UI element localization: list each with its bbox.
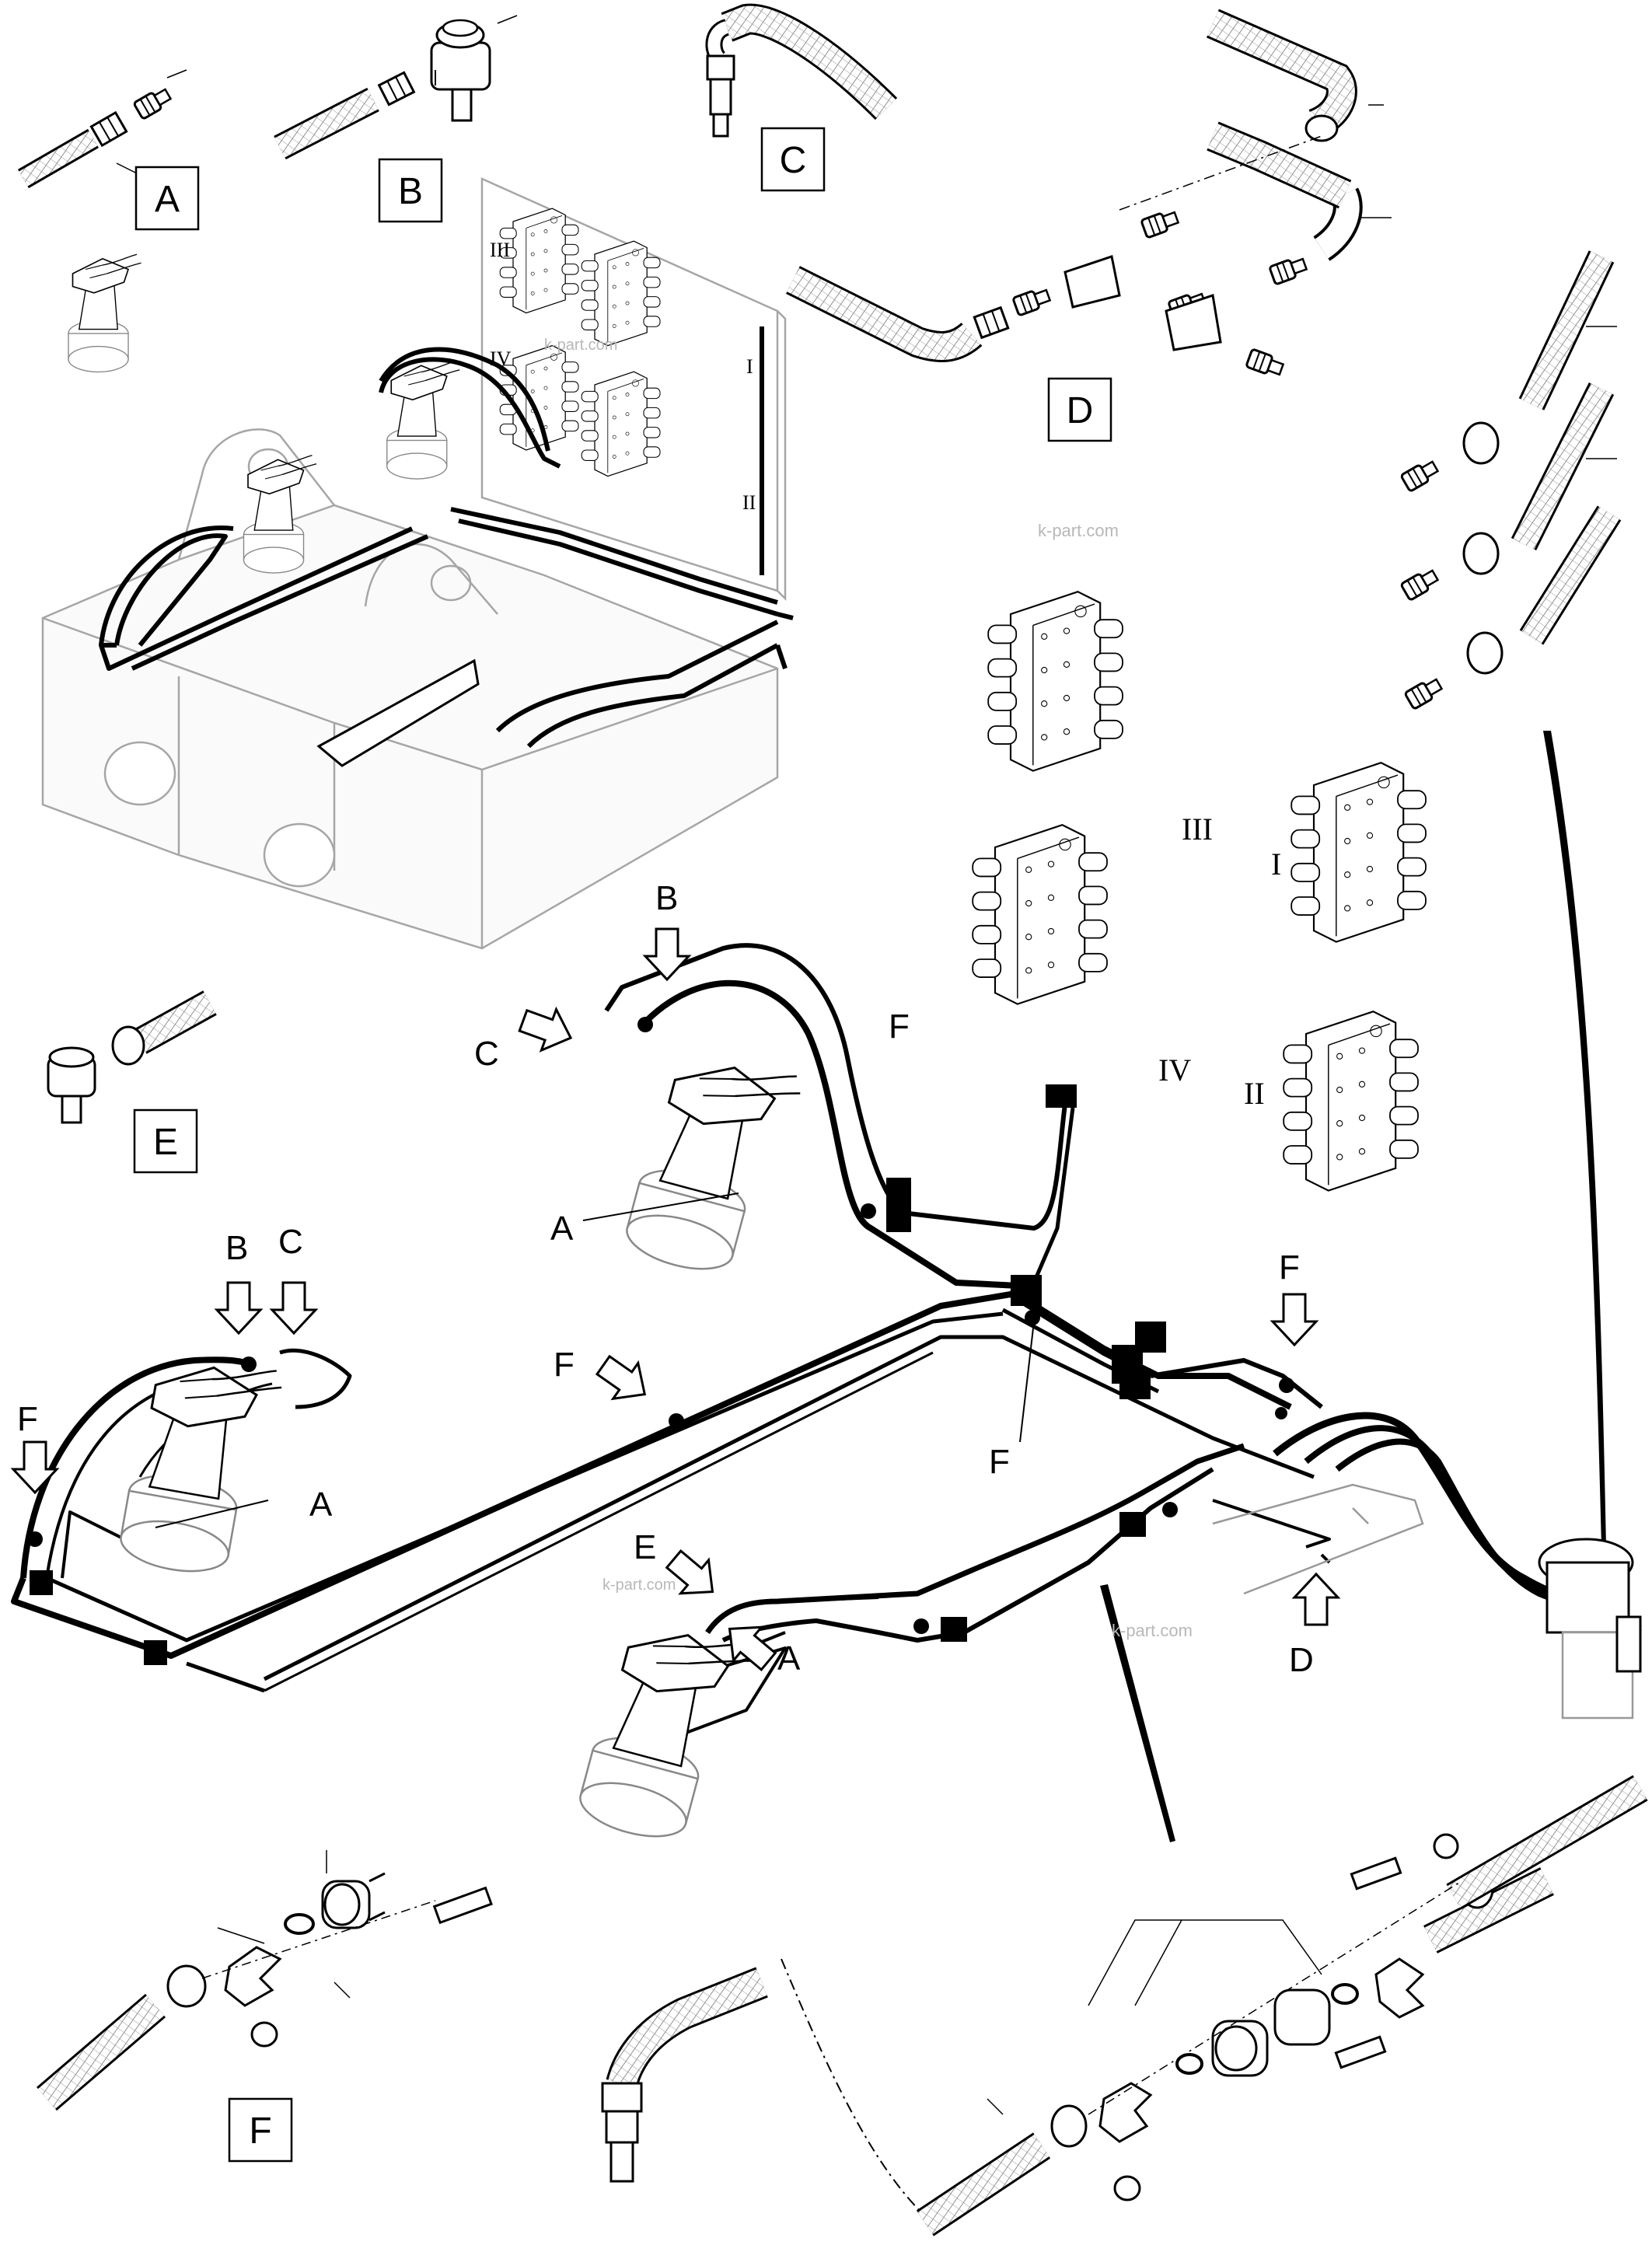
callout-labels: B C F A B C F A F F F E A D	[17, 879, 1314, 1679]
machine-frame-upper	[41, 177, 787, 950]
detail-d-vertical-hoses	[1399, 250, 1622, 711]
valve-bank-iii	[987, 591, 1124, 772]
roman-label-ii: II	[1244, 1076, 1265, 1111]
valve-bank-iv	[972, 824, 1109, 1005]
valve-bank-i	[1291, 762, 1427, 943]
detail-label-f: F	[249, 2111, 271, 2152]
leader-line-right	[1543, 731, 1606, 1547]
detail-label-a: A	[155, 179, 180, 220]
detail-e-elbow-fitting	[47, 990, 217, 1124]
arrow-f-mid	[589, 1346, 658, 1414]
arrow-b-left	[215, 1281, 262, 1335]
detail-b-hose-fitting	[274, 15, 518, 160]
watermark-4: k-part.com	[1112, 1621, 1193, 1640]
roman-label-i: I	[1271, 847, 1281, 882]
callout-b-left: B	[225, 1229, 248, 1267]
detail-c-hose-fitting	[705, 3, 898, 138]
watermark-2: k-part.com	[1038, 521, 1119, 540]
detail-f-flange-left	[36, 1850, 493, 2111]
detail-label-c: C	[780, 140, 807, 181]
callout-leaders	[155, 1192, 1035, 1528]
arrow-b-upper	[644, 927, 690, 981]
detail-label-d: D	[1067, 390, 1094, 431]
roman-label-iv: IV	[1158, 1053, 1191, 1088]
watermark-1: k-part.com	[544, 337, 617, 354]
arrow-c-left	[271, 1281, 317, 1335]
upper-bracket	[316, 658, 480, 767]
motor-top	[620, 1042, 805, 1287]
callout-b-upper: B	[655, 879, 678, 917]
motor-left	[115, 1348, 286, 1584]
arrow-e	[658, 1541, 728, 1610]
detail-label-e: E	[153, 1122, 178, 1163]
upper-motors	[68, 253, 461, 574]
callout-c-upper: C	[474, 1035, 499, 1073]
svg-text:III: III	[490, 239, 510, 261]
detail-bottom-elbow	[601, 1958, 934, 2224]
mid-roman-labels: III I IV II	[1158, 812, 1281, 1111]
motor-right-block	[1538, 1538, 1642, 1720]
roman-label-iii: III	[1182, 812, 1213, 847]
upper-roman-labels: III IV I II	[490, 239, 756, 514]
hose-clamps	[30, 1084, 1166, 1665]
callout-a-bottom: A	[777, 1639, 801, 1678]
callout-f-mid: F	[554, 1346, 575, 1384]
grey-frame-lower-right	[1212, 1483, 1424, 1595]
leader-line-center	[1100, 1584, 1175, 1842]
clamp-points	[27, 1017, 1294, 1634]
callout-c-left: C	[278, 1223, 303, 1261]
svg-text:I: I	[746, 355, 753, 378]
detail-bottom-right-flange	[916, 1775, 1648, 2236]
detail-label-boxes: A B C D E F	[133, 127, 1112, 2163]
detail-d-tee-fittings	[786, 9, 1392, 380]
callout-a-left: A	[309, 1486, 333, 1524]
callout-d: D	[1289, 1641, 1314, 1679]
callout-f-upper: F	[889, 1007, 910, 1046]
callout-e: E	[634, 1528, 656, 1566]
valve-bank-ii	[1283, 1011, 1420, 1192]
callout-f-right: F	[1279, 1248, 1300, 1287]
motor-bottom	[573, 1610, 759, 1854]
detail-label-b: B	[398, 171, 423, 212]
arrow-f-right	[1271, 1293, 1318, 1346]
callout-f-left: F	[17, 1400, 38, 1438]
callout-f-center: F	[989, 1443, 1010, 1481]
watermark-3: k-part.com	[602, 1576, 676, 1594]
arrow-d	[1293, 1573, 1339, 1626]
arrow-c-upper	[514, 999, 580, 1060]
upper-hose-routes	[99, 326, 794, 749]
callout-a-upper: A	[550, 1210, 574, 1248]
detail-a-hose-fitting	[17, 69, 187, 189]
svg-text:II: II	[742, 491, 756, 514]
